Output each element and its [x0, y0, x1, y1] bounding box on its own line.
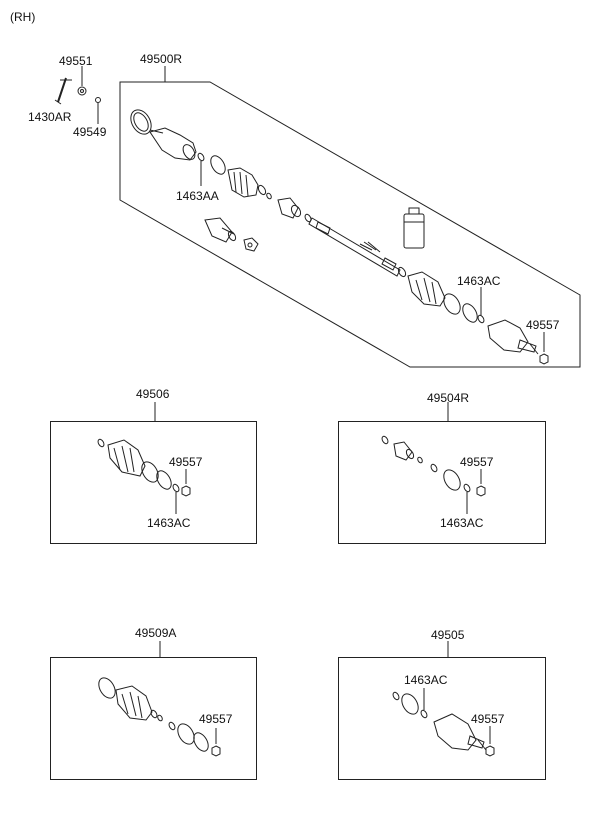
part-label-49500R: 49500R: [140, 52, 183, 66]
part-label-1430AR: 1430AR: [28, 110, 72, 124]
part-label-49509A: 49509A: [135, 626, 177, 640]
nut-49551: [77, 66, 87, 96]
bolt-1430AR: [54, 77, 72, 105]
part-label-49557-a: 49557: [169, 455, 203, 469]
side-indicator: (RH): [10, 10, 36, 24]
part-label-1463AC-a: 1463AC: [147, 516, 191, 530]
box-49509A: [98, 641, 221, 757]
part-label-49557-c: 49557: [199, 712, 233, 726]
part-label-49557-main: 49557: [526, 318, 560, 332]
part-label-1463AC-d: 1463AC: [404, 673, 448, 687]
part-label-49504R: 49504R: [427, 391, 470, 405]
part-label-49549: 49549: [73, 125, 107, 139]
kit-box-49509A: [50, 657, 257, 780]
kit-box-49504R: [338, 421, 546, 544]
part-label-49551: 49551: [59, 54, 93, 68]
box-49506: [97, 402, 191, 514]
box-49505: [392, 641, 495, 757]
part-label-49505: 49505: [431, 628, 465, 642]
box-49504R: [381, 402, 486, 514]
part-label-49557-d: 49557: [471, 712, 505, 726]
part-label-1463AA: 1463AA: [176, 189, 219, 203]
pin-49549: [95, 97, 101, 124]
main-assembly-frame: [119, 66, 581, 368]
main-assembly-parts: [130, 109, 549, 365]
part-label-1463AC-main: 1463AC: [457, 274, 501, 288]
part-label-1463AC-b: 1463AC: [440, 516, 484, 530]
part-label-49506: 49506: [136, 387, 170, 401]
kit-box-49505: [338, 657, 546, 780]
kit-box-49506: [50, 421, 257, 544]
part-label-49557-b: 49557: [460, 455, 494, 469]
